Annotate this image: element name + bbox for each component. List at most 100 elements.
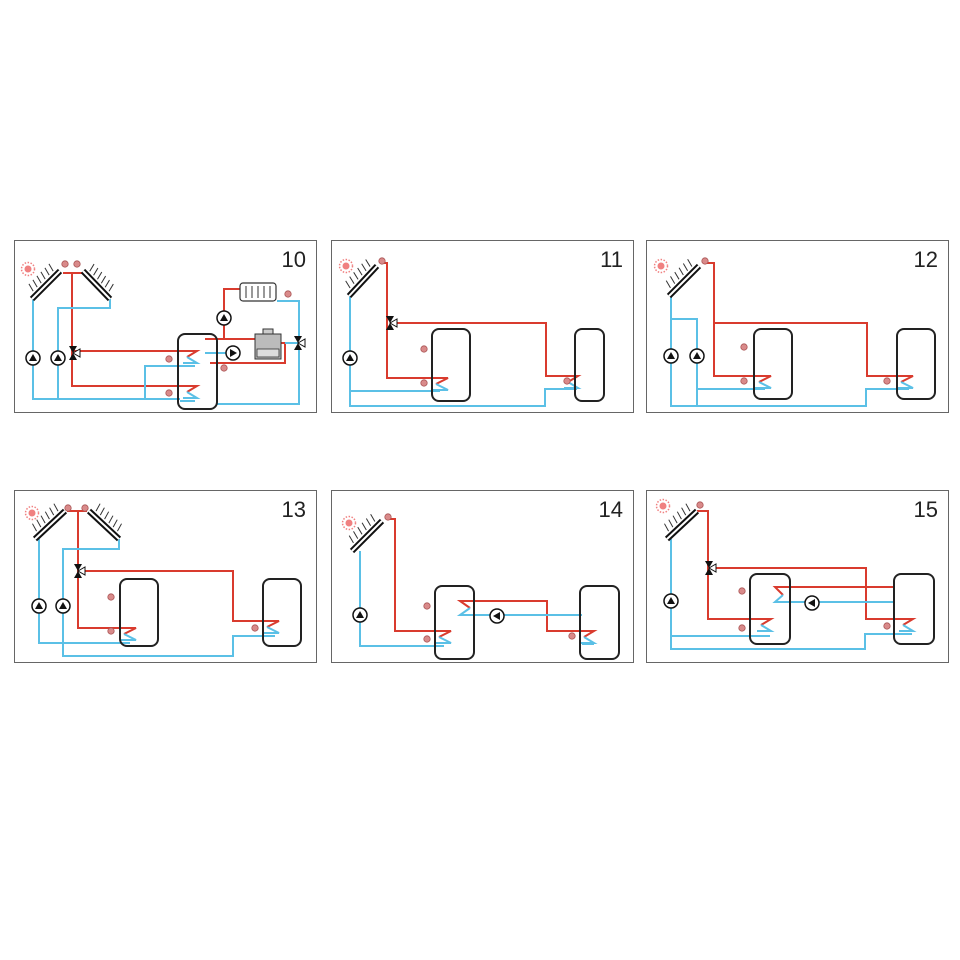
valve-port-icon <box>296 338 306 348</box>
cold-pipe <box>564 381 582 389</box>
temperature-sensor-icon <box>740 343 748 351</box>
hot-pipe <box>564 375 582 383</box>
sunlight-ray-icon <box>361 522 367 531</box>
temperature-sensor-icon <box>740 377 748 385</box>
sunlight-ray-icon <box>89 263 95 272</box>
solar-collector-inner <box>82 270 111 300</box>
temperature-sensor-icon <box>107 593 115 601</box>
cold-pipe <box>263 626 280 634</box>
sunlight-ray-icon <box>40 515 46 524</box>
temperature-sensor-icon <box>107 627 115 635</box>
three-way-valve-icon <box>705 568 713 575</box>
pump-arrow-icon <box>493 612 500 620</box>
three-way-valve-icon <box>74 564 82 571</box>
temperature-sensor-icon <box>81 504 89 512</box>
cold-pipe <box>277 300 300 336</box>
sun-icon <box>659 502 667 510</box>
sun-icon <box>28 509 36 517</box>
cold-pipe <box>670 539 912 650</box>
sunlight-ray-icon <box>117 523 122 532</box>
schematic-panel-12: 12 <box>646 240 949 413</box>
cold-pipe <box>755 381 772 389</box>
hot-pipe <box>456 600 474 609</box>
hot-pipe <box>183 385 201 393</box>
cold-pipe <box>772 594 787 603</box>
hot-pipe <box>71 273 195 387</box>
temperature-sensor-icon <box>165 389 173 397</box>
sun-icon <box>345 519 353 527</box>
temperature-sensor-icon <box>420 379 428 387</box>
panel-number: 15 <box>913 497 938 522</box>
temperature-sensor-icon <box>883 377 891 385</box>
sunlight-ray-icon <box>670 276 676 284</box>
schematic-panel-13: 13 <box>14 490 317 663</box>
sunlight-ray-icon <box>49 507 55 516</box>
temperature-sensor-icon <box>568 632 576 640</box>
cold-pipe <box>183 356 201 364</box>
storage-tank <box>749 573 791 645</box>
sunlight-ray-icon <box>93 267 99 276</box>
temperature-sensor-icon <box>423 602 431 610</box>
sunlight-ray-icon <box>95 503 101 512</box>
pump-arrow-icon <box>220 314 228 321</box>
cold-pipe <box>183 391 201 399</box>
schematic-panel-15: 15 <box>646 490 949 663</box>
three-way-valve-icon <box>386 323 394 330</box>
sunlight-ray-icon <box>361 263 367 272</box>
pump-arrow-icon <box>667 597 675 604</box>
sunlight-ray-icon <box>40 271 46 280</box>
temperature-sensor-icon <box>284 290 292 298</box>
hot-pipe <box>387 518 444 632</box>
hot-pipe <box>899 618 917 626</box>
cold-pipe <box>359 551 444 647</box>
hot-pipe <box>897 375 914 383</box>
storage-tank <box>896 328 936 400</box>
sunlight-ray-icon <box>668 519 674 528</box>
hot-pipe <box>78 570 275 622</box>
sun-rays-icon <box>655 498 671 514</box>
sunlight-ray-icon <box>100 275 107 284</box>
three-way-valve-icon <box>69 353 77 360</box>
schematic-panel-10: 10 <box>14 240 317 413</box>
sun-rays-icon <box>20 261 36 277</box>
sunlight-ray-icon <box>104 511 110 520</box>
hot-pipe <box>703 262 765 377</box>
solar-collector-inner <box>34 510 66 540</box>
sunlight-ray-icon <box>353 272 359 280</box>
storage-tank <box>177 333 218 410</box>
three-way-valve-icon <box>69 346 77 353</box>
temperature-sensor-icon <box>384 513 392 521</box>
pump-arrow-icon <box>808 599 815 607</box>
three-way-valve-icon <box>705 561 713 568</box>
sunlight-ray-icon <box>36 275 42 284</box>
temperature-sensor-icon <box>738 587 746 595</box>
panel-number: 13 <box>281 497 306 522</box>
temperature-sensor-icon <box>701 257 709 265</box>
temperature-sensor-icon <box>73 260 81 268</box>
storage-tank <box>579 585 620 660</box>
sunlight-ray-icon <box>353 531 359 539</box>
sunlight-ray-icon <box>678 267 684 276</box>
schematic-drawing <box>655 498 935 650</box>
cold-pipe <box>580 636 598 644</box>
sunlight-ray-icon <box>687 258 693 267</box>
temperature-sensor-icon <box>220 364 228 372</box>
storage-tank <box>434 585 475 660</box>
hot-pipe <box>390 322 577 377</box>
hot-pipe <box>183 350 201 358</box>
hot-pipe <box>709 567 912 620</box>
schematic-drawing <box>341 513 620 660</box>
temperature-sensor-icon <box>165 355 173 363</box>
sunlight-ray-icon <box>32 279 38 288</box>
solar-collector-inner <box>666 510 698 540</box>
three-way-valve-icon <box>386 316 394 323</box>
sunlight-ray-icon <box>672 515 678 524</box>
schematic-panel-11: 11 <box>331 240 634 413</box>
solar-collector-inner <box>351 520 383 552</box>
storage-tank <box>431 328 471 402</box>
sunlight-ray-icon <box>664 523 669 532</box>
storage-tank <box>753 328 793 400</box>
sun-rays-icon <box>338 258 354 274</box>
sunlight-ray-icon <box>685 503 691 512</box>
hot-pipe <box>120 627 137 635</box>
